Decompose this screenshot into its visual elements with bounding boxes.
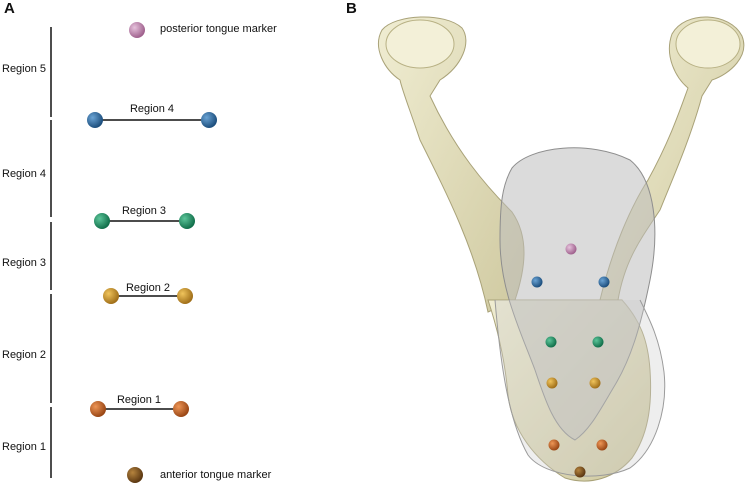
- panel-letter-b: B: [346, 0, 357, 17]
- posterior-marker-a: [129, 22, 145, 38]
- region3-right-marker-b: [592, 336, 604, 348]
- region2-right-marker: [177, 288, 193, 304]
- region-label-1: Region 1: [2, 441, 47, 453]
- region4-left-marker: [87, 112, 103, 128]
- region3-left-marker-b: [545, 336, 557, 348]
- region-segments: [95, 119, 209, 410]
- segment-label-region-3: Region 3: [121, 205, 167, 217]
- posterior-marker-b: [565, 243, 577, 255]
- right-condyle: [675, 19, 741, 69]
- region-label-4: Region 4: [2, 168, 47, 180]
- region2-right-marker-b: [589, 377, 601, 389]
- region1-right-marker: [173, 401, 189, 417]
- region1-left-marker: [90, 401, 106, 417]
- region1-left-marker-b: [548, 439, 560, 451]
- panel-a-markers: [87, 22, 217, 483]
- region2-left-marker: [103, 288, 119, 304]
- region3-left-marker: [94, 213, 110, 229]
- segment-label-region-1: Region 1: [116, 394, 162, 406]
- panel-letter-a: A: [4, 0, 15, 17]
- region4-right-marker: [201, 112, 217, 128]
- outer-soft-tissue: [494, 299, 666, 477]
- segment-label-region-2: Region 2: [125, 282, 171, 294]
- region2-left-marker-b: [546, 377, 558, 389]
- segment-label-region-4: Region 4: [129, 103, 175, 115]
- panel-b-markers: [531, 243, 610, 478]
- region4-right-marker-b: [598, 276, 610, 288]
- region-label-2: Region 2: [2, 349, 47, 361]
- region-label-5: Region 5: [2, 63, 47, 75]
- region4-left-marker-b: [531, 276, 543, 288]
- region-label-3: Region 3: [2, 257, 47, 269]
- region3-right-marker: [179, 213, 195, 229]
- left-condyle: [385, 19, 455, 69]
- tongue-volume: [499, 147, 656, 441]
- anterior-marker-label: anterior tongue marker: [160, 469, 272, 481]
- mandible-render: [378, 16, 745, 482]
- anterior-marker-b: [574, 466, 586, 478]
- region1-right-marker-b: [596, 439, 608, 451]
- anterior-marker-a: [127, 467, 143, 483]
- posterior-marker-label: posterior tongue marker: [160, 23, 277, 35]
